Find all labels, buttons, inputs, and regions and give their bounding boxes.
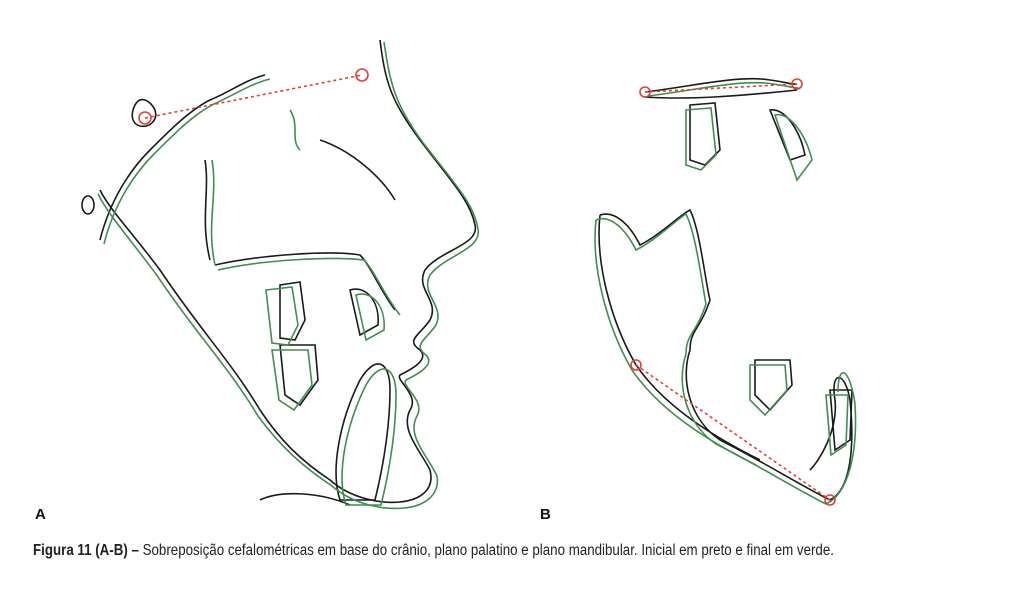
initial-tracing-black (598, 77, 853, 501)
figure-caption: Figura 11 (A-B) – Sobreposição cefalomét… (33, 541, 979, 561)
panel-a-tracing (81, 39, 479, 510)
caption-text: Sobreposição cefalométricas em base do c… (142, 542, 834, 559)
cephalometric-superimposition-figure (81, 39, 857, 510)
panel-a-label: A (35, 506, 46, 523)
mandibular-plane-reference-line (630, 359, 836, 506)
final-tracing-green (97, 41, 479, 510)
palatal-plane-reference-line (639, 78, 803, 98)
panel-b-label: B (540, 506, 551, 523)
sn-reference-line (138, 68, 369, 125)
initial-tracing-black (81, 39, 477, 506)
caption-title: Figura 11 (A-B) (33, 542, 128, 559)
caption-dash: – (127, 542, 143, 559)
panel-b-tracing (594, 77, 857, 506)
